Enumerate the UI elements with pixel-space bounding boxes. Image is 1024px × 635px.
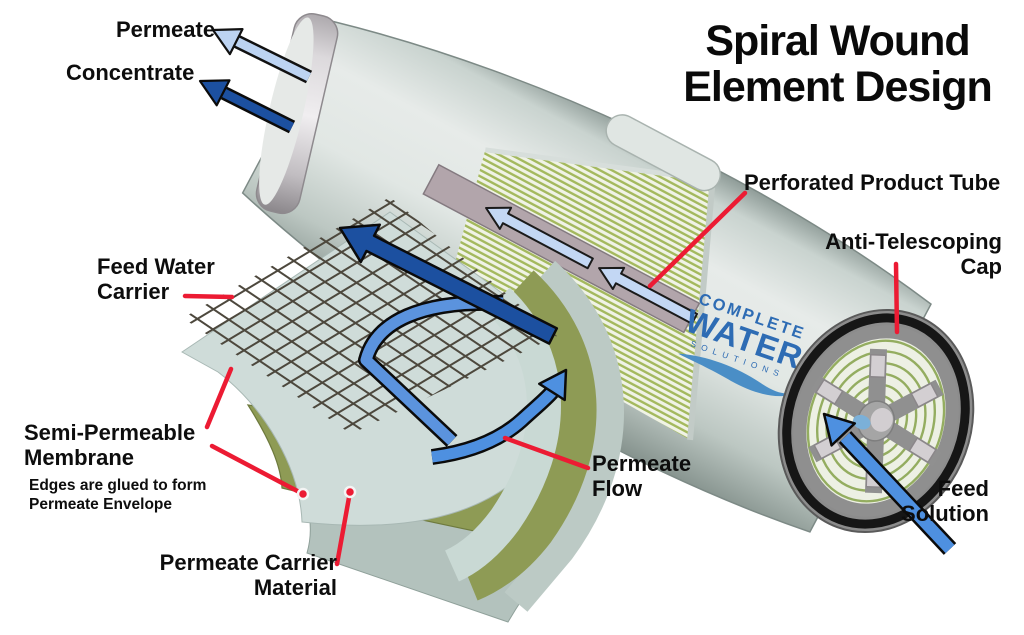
leader-membrane-upper: [204, 366, 234, 430]
leader-feed-water-carrier: [182, 293, 235, 300]
label-permeate: Permeate: [116, 17, 216, 42]
leader-permeate-carrier: [334, 489, 353, 567]
flange-face: [259, 17, 314, 205]
left-end-flange: [255, 13, 339, 215]
title-line-1: Spiral Wound: [705, 17, 970, 65]
complete-water-solutions-logo: COMPLETE WATER SOLUTIONS: [678, 290, 808, 397]
label-permeate-carrier-material: Permeate Carrier Material: [159, 550, 337, 600]
product-tube-port: [852, 414, 871, 430]
leader-dot-carrier: [343, 485, 357, 499]
permeate-exit-arrow: [211, 28, 313, 84]
permeate-flow-arrow: [430, 368, 568, 465]
feed-water-carrier-mesh: [183, 197, 557, 434]
label-perforated-product-tube: Perforated Product Tube: [744, 170, 1001, 195]
label-feed-water-carrier: Feed Water Carrier: [97, 254, 215, 304]
permeate-carrier-wrap: [461, 270, 597, 601]
cap-outer-annulus: [793, 325, 959, 517]
cap-brine-seal-ring: [782, 313, 970, 529]
label-semi-permeable-membrane: Semi-Permeable Membrane: [24, 420, 196, 470]
shell-cut-edge-right: [687, 179, 716, 441]
leader-permeate-flow: [502, 435, 591, 471]
page-title: Spiral Wound Element Design: [665, 18, 1010, 110]
tube-permeate-arrows: [485, 206, 699, 325]
label-concentrate: Concentrate: [66, 60, 195, 85]
membrane-wrap-outer: [504, 260, 624, 612]
cap-spokes: [808, 348, 944, 494]
logo-wave: [678, 353, 796, 397]
shell-groove: [605, 114, 722, 192]
leader-membrane-lower: [209, 443, 306, 497]
concentrate-exit-arrow: [198, 79, 296, 134]
label-membrane-note: Edges are glued to form Permeate Envelop…: [29, 477, 207, 513]
feed-flow-arrow: [338, 223, 559, 345]
tube-arrow-left: [485, 206, 594, 270]
feed-solution-arrow: [822, 412, 957, 555]
flow-arrows: [338, 223, 568, 465]
cap-hub-face: [870, 408, 893, 432]
leader-dot-membrane: [296, 487, 310, 501]
label-permeate-flow: Permeate Flow: [592, 451, 692, 501]
tube-arrow-right: [598, 266, 699, 325]
anti-telescoping-cap: [777, 308, 975, 534]
leader-product-tube: [647, 190, 748, 289]
leader-anti-telescoping-cap: [893, 261, 900, 335]
title-line-2: Element Design: [683, 63, 993, 111]
label-anti-telescoping-cap: Anti-Telescoping Cap: [825, 229, 1002, 279]
callout-leader-lines: [182, 190, 900, 567]
label-feed-solution: Feed Solution: [901, 476, 989, 526]
